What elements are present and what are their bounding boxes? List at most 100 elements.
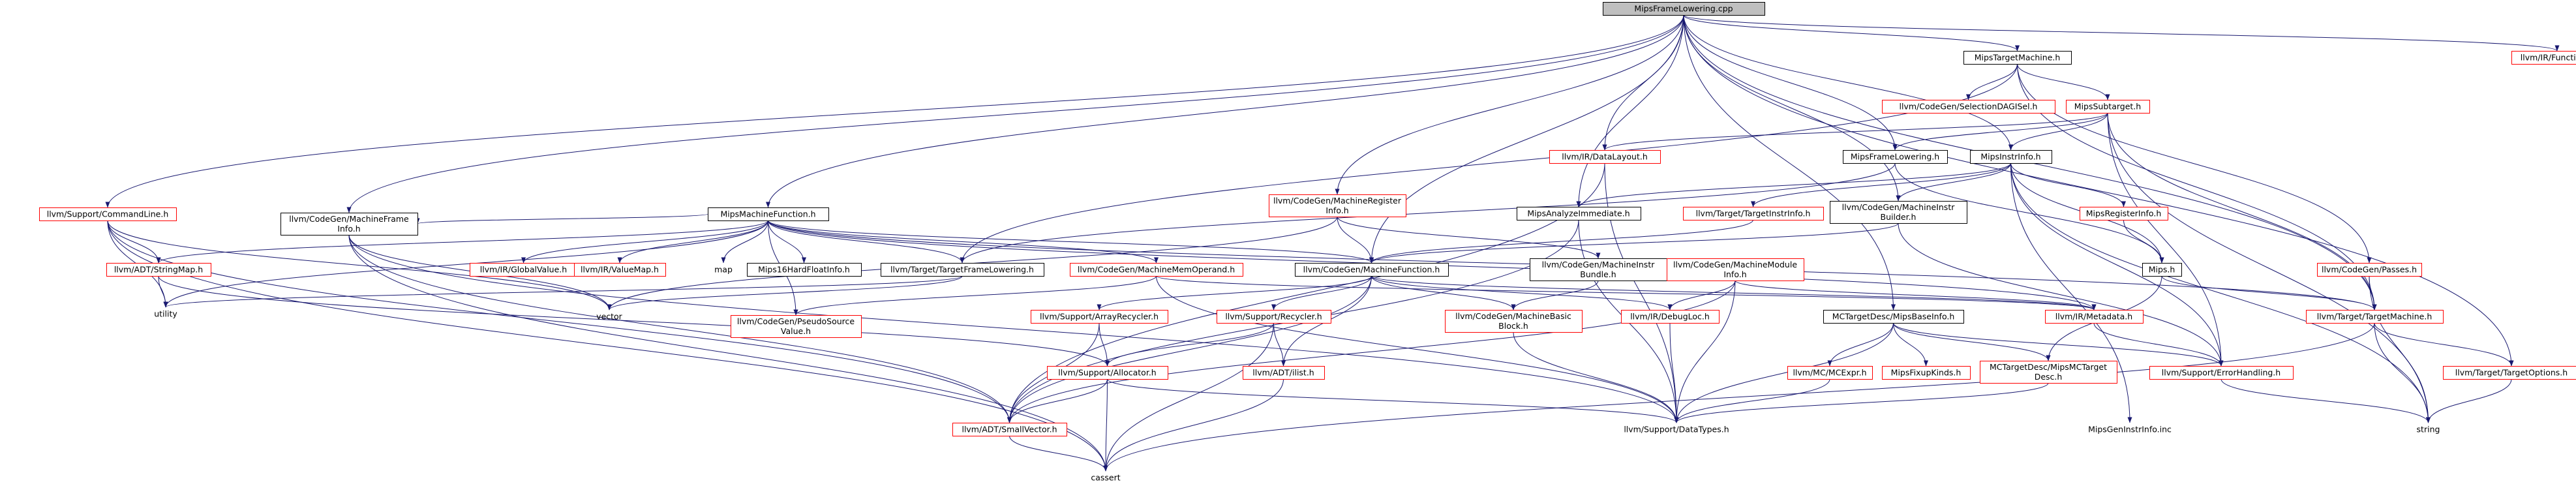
node-root: MipsFrameLowering.cpp bbox=[1603, 2, 1765, 16]
node-label: Builder.h bbox=[1881, 212, 1917, 222]
node-mipssub[interactable]: MipsSubtarget.h bbox=[2066, 100, 2150, 114]
node-box bbox=[1843, 150, 1948, 164]
node-allocator[interactable]: llvm/Support/Allocator.h bbox=[1047, 366, 1168, 380]
node-ttm[interactable]: llvm/Target/TargetMachine.h bbox=[2306, 310, 2444, 324]
node-passes[interactable]: llvm/CodeGen/Passes.h bbox=[2317, 263, 2422, 277]
node-box bbox=[2443, 366, 2576, 380]
node-stringmap[interactable]: llvm/ADT/StringMap.h bbox=[106, 263, 211, 277]
edge-mibundle-to-mbb bbox=[1511, 280, 1599, 311]
edge-root-to-mibuilder bbox=[1683, 14, 1901, 202]
edge-mf-to-smallvec bbox=[1007, 275, 1372, 423]
edge-tii-to-mf bbox=[1369, 219, 1753, 264]
node-label: llvm/CodeGen/MachineInstr bbox=[1542, 260, 1656, 269]
node-box bbox=[1882, 366, 1971, 380]
edge-root-to-mipsimm bbox=[1576, 14, 1684, 207]
node-mipsfunc[interactable]: MipsMachineFunction.h bbox=[708, 207, 829, 221]
edge-recycler-to-cassert bbox=[1103, 322, 1274, 472]
node-label: Desc.h bbox=[2035, 372, 2063, 382]
node-debugloc[interactable]: llvm/IR/DebugLoc.h bbox=[1621, 310, 1720, 324]
edge-mipsinstr-to-mibuilder bbox=[1896, 162, 2011, 202]
node-map: map bbox=[714, 265, 733, 275]
node-box bbox=[1445, 310, 1583, 333]
node-label: cassert bbox=[1091, 473, 1120, 483]
edge-root-to-dlayout bbox=[1602, 14, 1684, 151]
node-valuemap[interactable]: llvm/IR/ValueMap.h bbox=[574, 263, 666, 277]
edge-stringmap-to-allocator bbox=[158, 275, 1110, 367]
node-box bbox=[2317, 263, 2422, 277]
node-label: llvm/Target/TargetMachine.h bbox=[2317, 312, 2432, 322]
node-box bbox=[2149, 366, 2294, 380]
node-seldag[interactable]: llvm/CodeGen/SelectionDAGISel.h bbox=[1882, 100, 2055, 114]
node-mipsh[interactable]: Mips.h bbox=[2142, 263, 2182, 277]
node-label: Info.h bbox=[1326, 205, 1348, 215]
edge-mipsfunc-to-mfi bbox=[416, 213, 708, 224]
node-mmo[interactable]: llvm/CodeGen/MachineMemOperand.h bbox=[1070, 263, 1243, 277]
node-metadata[interactable]: llvm/IR/Metadata.h bbox=[2045, 310, 2144, 324]
node-label: llvm/IR/DataLayout.h bbox=[1562, 152, 1648, 162]
node-label: llvm/CodeGen/MachineModule bbox=[1673, 260, 1797, 269]
node-smallvec[interactable]: llvm/ADT/SmallVector.h bbox=[952, 423, 1067, 436]
node-topts[interactable]: llvm/Target/TargetOptions.h bbox=[2443, 366, 2576, 380]
node-cmdline[interactable]: llvm/Support/CommandLine.h bbox=[39, 207, 177, 221]
node-mcbase[interactable]: MCTargetDesc/MipsBaseInfo.h bbox=[1823, 310, 1964, 324]
edge-cmdline-to-stringmap bbox=[107, 220, 161, 264]
edge-smallvec-to-cassert bbox=[1009, 435, 1108, 472]
node-box bbox=[1603, 2, 1765, 16]
node-dlayout[interactable]: llvm/IR/DataLayout.h bbox=[1549, 150, 1661, 164]
edge-mipsfunc-to-tfl bbox=[768, 220, 965, 264]
edge-root-to-mcbase bbox=[1683, 14, 1896, 311]
edge-mcbase-to-mcexpr bbox=[1827, 322, 1894, 367]
edge-passes-to-string bbox=[2369, 275, 2431, 423]
edge-tfl-to-utility bbox=[163, 275, 963, 308]
edge-mipsfunc-to-utility bbox=[163, 220, 768, 308]
edge-mmi-to-metadata bbox=[1735, 280, 2097, 311]
node-label: MipsSubtarget.h bbox=[2074, 102, 2141, 112]
node-fixup[interactable]: MipsFixupKinds.h bbox=[1882, 366, 1971, 380]
edge-mipsh-to-ttm bbox=[2161, 275, 2377, 311]
node-label: llvm/CodeGen/MachineRegister bbox=[1273, 196, 1402, 205]
edge-recycler-to-ilist bbox=[1273, 322, 1286, 367]
node-label: MipsRegisterInfo.h bbox=[2086, 209, 2162, 219]
edge-mipstm-to-passes bbox=[2017, 63, 2372, 264]
node-mipsimm[interactable]: MipsAnalyzeImmediate.h bbox=[1517, 207, 1641, 220]
node-label: Block.h bbox=[1498, 321, 1528, 331]
edge-mipsfunc-to-map bbox=[721, 220, 768, 264]
node-mipstm[interactable]: MipsTargetMachine.h bbox=[1963, 51, 2072, 65]
node-errh[interactable]: llvm/Support/ErrorHandling.h bbox=[2149, 366, 2294, 380]
node-ilist[interactable]: llvm/ADT/ilist.h bbox=[1243, 366, 1325, 380]
node-mf[interactable]: llvm/CodeGen/MachineFunction.h bbox=[1295, 263, 1449, 277]
node-label: Info.h bbox=[337, 224, 360, 234]
node-box bbox=[881, 263, 1044, 277]
node-mips16[interactable]: Mips16HardFloatInfo.h bbox=[747, 263, 862, 277]
node-mipsinstr[interactable]: MipsInstrInfo.h bbox=[1970, 150, 2052, 164]
edge-mipsfunc-to-valuemap bbox=[617, 220, 768, 264]
node-arrayrec[interactable]: llvm/Support/ArrayRecycler.h bbox=[1031, 310, 1168, 324]
node-label: Mips16HardFloatInfo.h bbox=[758, 265, 850, 275]
node-mipsfl[interactable]: MipsFrameLowering.h bbox=[1843, 150, 1948, 164]
node-mcexpr[interactable]: llvm/MC/MCExpr.h bbox=[1787, 366, 1873, 380]
edge-root-to-irfunc bbox=[1683, 14, 2560, 52]
edge-ttm-to-cassert bbox=[1103, 322, 2375, 472]
node-tfl[interactable]: llvm/Target/TargetFrameLowering.h bbox=[881, 263, 1044, 277]
edge-root-to-mfi bbox=[346, 14, 1684, 213]
node-label: MipsGenInstrInfo.inc bbox=[2088, 425, 2172, 434]
node-regi[interactable]: MipsRegisterInfo.h bbox=[2080, 207, 2168, 220]
node-recycler[interactable]: llvm/Support/Recycler.h bbox=[1217, 310, 1331, 324]
node-box bbox=[1683, 207, 1824, 220]
node-globalval[interactable]: llvm/IR/GlobalValue.h bbox=[470, 263, 578, 277]
node-irfunc[interactable]: llvm/IR/Function.h bbox=[2511, 51, 2576, 65]
node-box bbox=[574, 263, 666, 277]
edge-mipssub-to-mipsfl bbox=[1892, 112, 2108, 151]
node-label: llvm/CodeGen/MachineFunction.h bbox=[1303, 265, 1440, 275]
node-tii[interactable]: llvm/Target/TargetInstrInfo.h bbox=[1683, 207, 1824, 220]
edge-mmi-to-smallvec bbox=[1007, 280, 1736, 423]
